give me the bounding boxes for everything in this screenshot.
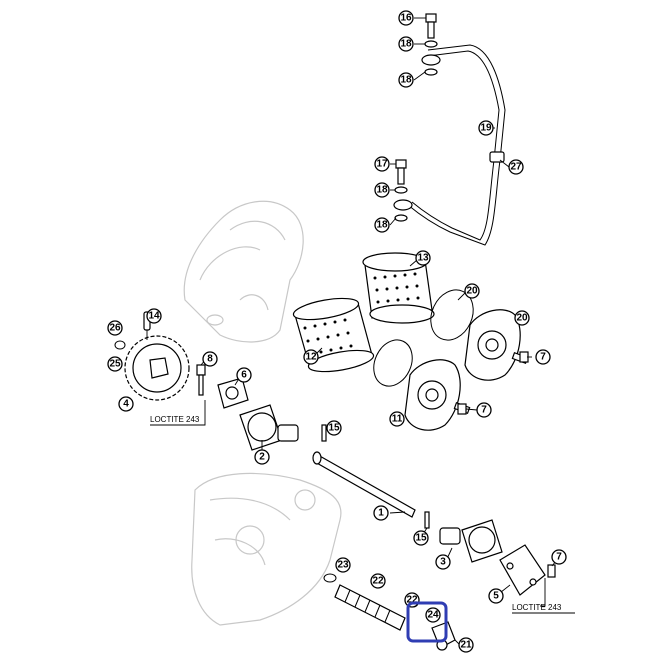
oil-filter-13 <box>362 252 435 324</box>
svg-text:7: 7 <box>556 552 562 563</box>
svg-text:26: 26 <box>109 323 121 334</box>
callout-11: 11 <box>389 411 405 427</box>
callout-17: 17 <box>374 156 390 172</box>
gear-4 <box>124 325 190 401</box>
loctite-note-right: LOCTITE 243 <box>512 603 562 612</box>
svg-text:20: 20 <box>466 286 478 297</box>
pump-cover-5 <box>499 544 546 596</box>
svg-text:13: 13 <box>417 253 429 264</box>
svg-text:16: 16 <box>400 13 412 24</box>
svg-text:5: 5 <box>493 591 499 602</box>
callout-19: 19 <box>478 120 494 136</box>
callout-14: 14 <box>146 308 162 324</box>
pin-15-upper <box>321 424 327 442</box>
strainer-22 <box>334 584 406 631</box>
bolt-7-mid <box>457 403 467 415</box>
callout-20-a: 20 <box>464 283 480 299</box>
bolt-7-top <box>519 351 529 363</box>
svg-text:12: 12 <box>305 352 317 363</box>
callout-24: 24 <box>425 607 441 623</box>
svg-text:14: 14 <box>148 311 160 322</box>
callout-2: 2 <box>254 449 270 465</box>
svg-text:3: 3 <box>440 557 446 568</box>
pump-rotor-3 <box>439 519 503 563</box>
svg-text:1: 1 <box>378 508 384 519</box>
svg-text:2: 2 <box>259 452 265 463</box>
svg-text:19: 19 <box>480 123 492 134</box>
callout-16: 16 <box>398 10 414 26</box>
pump-rotor-2 <box>239 404 299 451</box>
callout-26: 26 <box>107 320 123 336</box>
callout-1: 1 <box>373 505 389 521</box>
loctite-note-left: LOCTITE 243 <box>150 415 200 424</box>
filter-cover-upper <box>464 309 529 381</box>
callout-15-b: 15 <box>413 530 429 546</box>
svg-text:23: 23 <box>337 560 349 571</box>
oil-filter-12 <box>292 297 375 373</box>
svg-text:18: 18 <box>400 39 412 50</box>
callout-18-a: 18 <box>398 36 414 52</box>
engine-housing-ghost-lower <box>191 472 342 626</box>
callout-18-d: 18 <box>374 217 390 233</box>
circlip-26 <box>114 340 126 350</box>
engine-housing-ghost-upper <box>183 200 304 343</box>
svg-text:27: 27 <box>510 162 522 173</box>
filter-cover-lower <box>404 359 471 431</box>
svg-text:18: 18 <box>376 185 388 196</box>
svg-text:18: 18 <box>376 220 388 231</box>
callout-22: 22 <box>370 573 386 589</box>
bolt-8-shank <box>198 374 204 396</box>
svg-text:21: 21 <box>460 640 472 651</box>
svg-text:8: 8 <box>207 354 213 365</box>
o-ring-20-upper <box>430 289 474 341</box>
callout-20-b: 20 <box>514 310 530 326</box>
svg-text:18: 18 <box>400 75 412 86</box>
callout-7-b: 7 <box>476 402 492 418</box>
svg-text:4: 4 <box>123 399 129 410</box>
svg-text:24: 24 <box>427 610 439 621</box>
svg-text:25: 25 <box>109 359 121 370</box>
callout-12: 12 <box>303 349 319 365</box>
callout-8: 8 <box>202 351 218 367</box>
callout-7-c: 7 <box>551 549 567 565</box>
plug-21 <box>431 621 456 651</box>
oil-line-pipe <box>393 13 506 246</box>
callout-4: 4 <box>118 396 134 412</box>
callout-3: 3 <box>435 554 451 570</box>
highlight-box-24 <box>406 601 448 643</box>
shaft-1 <box>312 451 416 518</box>
svg-text:11: 11 <box>392 414 403 425</box>
callout-23: 23 <box>335 557 351 573</box>
callout-21: 21 <box>458 637 474 653</box>
pin-15-lower <box>424 511 430 529</box>
callout-18-c: 18 <box>374 182 390 198</box>
callout-18-b: 18 <box>398 72 414 88</box>
svg-text:22: 22 <box>406 595 418 606</box>
o-ring-20-lower <box>373 339 413 387</box>
callout-15-a: 15 <box>326 420 342 436</box>
plate-6-hole <box>225 386 239 400</box>
callout-13: 13 <box>415 250 431 266</box>
svg-text:15: 15 <box>415 533 427 544</box>
callout-7-a: 7 <box>535 349 551 365</box>
callout-25: 25 <box>107 356 123 372</box>
svg-text:17: 17 <box>376 159 388 170</box>
callout-22-b: 22 <box>404 592 420 608</box>
callout-27: 27 <box>508 159 524 175</box>
callout-6: 6 <box>236 367 252 383</box>
bolt-7-lower <box>547 564 556 578</box>
svg-text:22: 22 <box>372 576 384 587</box>
svg-text:7: 7 <box>481 405 487 416</box>
svg-text:7: 7 <box>540 352 546 363</box>
svg-text:20: 20 <box>516 313 528 324</box>
bolt-8 <box>196 364 206 376</box>
o-ring-23 <box>323 573 337 583</box>
callout-5: 5 <box>488 588 504 604</box>
svg-text:6: 6 <box>241 370 247 381</box>
svg-text:15: 15 <box>328 423 340 434</box>
